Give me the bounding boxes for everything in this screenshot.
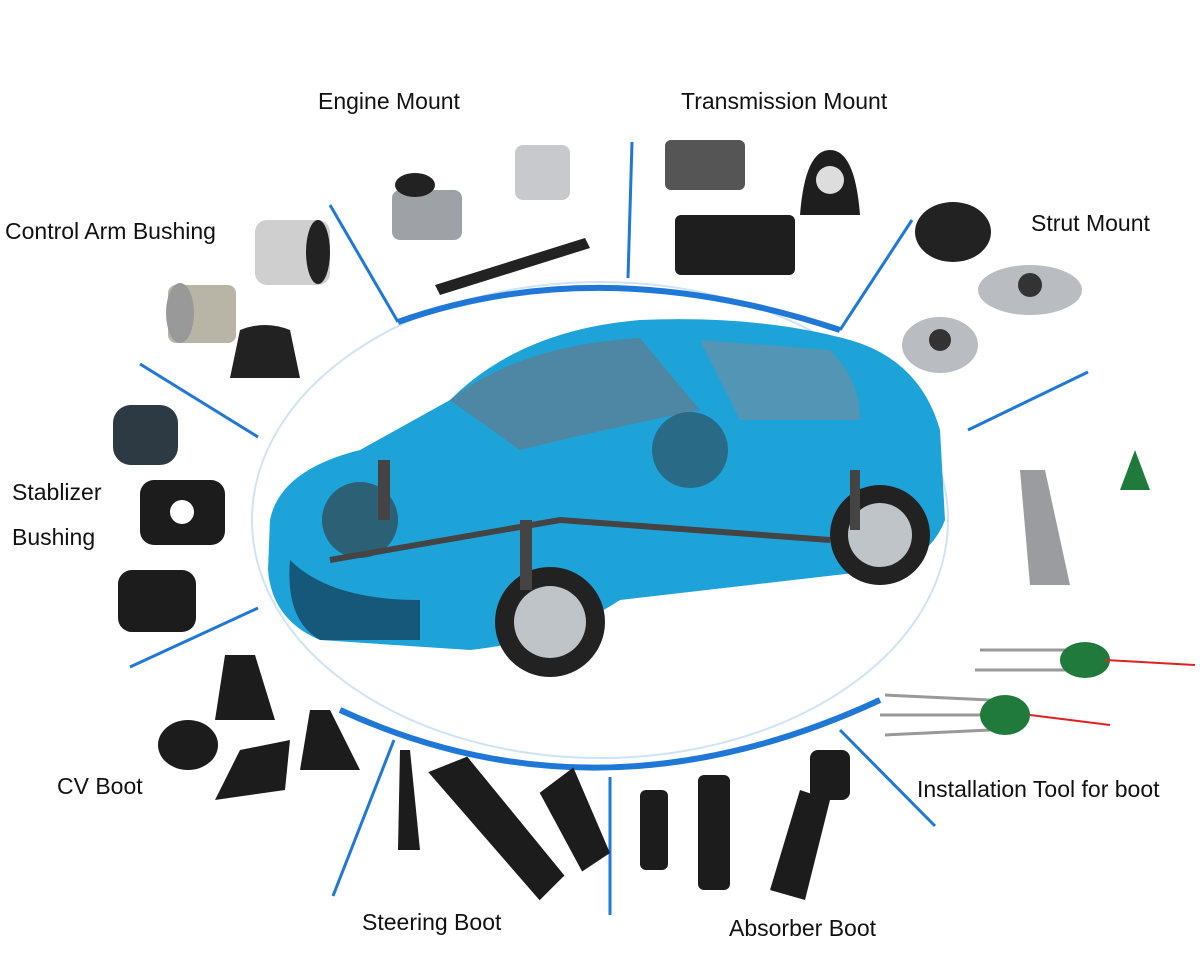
radial-lines — [129, 141, 1089, 915]
label-stabilizer-line1: Stablizer — [12, 479, 102, 505]
label-cv-boot: CV Boot — [57, 773, 143, 799]
installation-tool-parts — [880, 450, 1196, 737]
car-illustration — [268, 319, 945, 677]
label-stabilizer-line2: Bushing — [12, 524, 96, 550]
absorber-boot-parts — [640, 750, 850, 900]
transmission-mount-parts — [665, 140, 860, 275]
ellipse-top-arc — [396, 284, 841, 333]
cv-boot-parts — [158, 655, 360, 800]
steering-boot-parts — [398, 750, 610, 901]
strut-mount-parts — [902, 202, 1082, 373]
stabilizer-bushing-parts — [113, 405, 225, 632]
label-control-arm-bushing: Control Arm Bushing — [5, 218, 216, 244]
engine-mount-parts — [392, 145, 590, 295]
ellipse-bottom-arc — [338, 697, 882, 771]
label-steering-boot: Steering Boot — [362, 909, 502, 935]
label-transmission-mount: Transmission Mount — [681, 88, 888, 114]
label-absorber-boot: Absorber Boot — [729, 915, 877, 941]
label-installation-tool: Installation Tool for boot — [917, 776, 1160, 802]
label-strut-mount: Strut Mount — [1031, 210, 1150, 236]
control-arm-bushing-parts — [166, 220, 330, 378]
central-ellipse — [251, 281, 949, 759]
label-engine-mount: Engine Mount — [318, 88, 460, 114]
